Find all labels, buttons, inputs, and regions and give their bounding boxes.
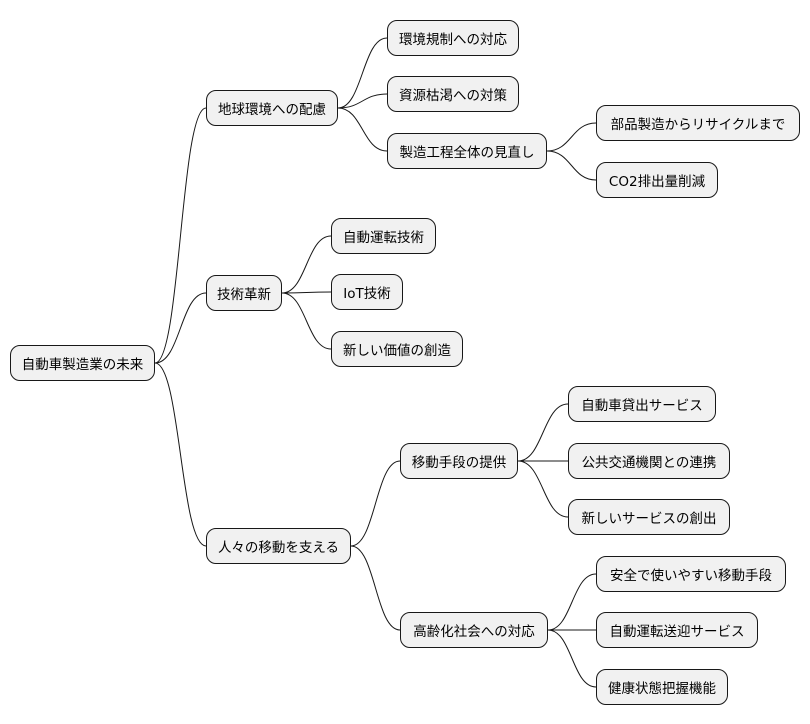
node-autonomous-pickup-service: 自動運転送迎サービス [596, 612, 758, 648]
connector-mob-to-mob-aging [350, 545, 401, 631]
node-technical-innovation: 技術革新 [206, 275, 282, 311]
node-new-value-creation: 新しい価値の創造 [331, 331, 463, 367]
connector-tech-to-tech-value [281, 292, 332, 350]
connector-mob-aging-to-mob-safe [547, 573, 597, 631]
node-resource-depletion: 資源枯渇への対策 [387, 76, 519, 112]
connector-root-to-env [154, 107, 207, 364]
node-health-monitoring: 健康状態把握機能 [596, 669, 728, 705]
node-environmental-regulation: 環境規制への対応 [387, 20, 519, 56]
node-autonomous-driving-tech: 自動運転技術 [331, 218, 436, 254]
node-supporting-mobility: 人々の移動を支える [206, 528, 351, 564]
connector-env-proc-to-env-recycle [546, 122, 597, 152]
connector-tech-to-tech-auto [281, 235, 332, 294]
connector-root-to-tech [154, 292, 207, 364]
node-process-review: 製造工程全体の見直し [387, 133, 547, 169]
connector-root-to-mob [154, 362, 207, 547]
connector-env-to-env-proc [337, 107, 388, 152]
connector-env-to-env-reg [337, 37, 388, 109]
connector-mob-provide-to-mob-newsvc [517, 460, 569, 518]
connector-mob-to-mob-provide [350, 460, 401, 547]
connector-mob-aging-to-mob-health [547, 629, 597, 688]
node-parts-to-recycling: 部品製造からリサイクルまで [596, 105, 800, 141]
node-iot-tech: IoT技術 [331, 274, 403, 310]
node-automotive-future: 自動車製造業の未来 [10, 345, 155, 381]
connector-mob-provide-to-mob-rental [517, 403, 569, 462]
connector-env-to-env-res [337, 93, 388, 109]
node-car-rental-service: 自動車貸出サービス [568, 386, 716, 422]
node-new-service-creation: 新しいサービスの創出 [568, 499, 730, 535]
node-public-transit-link: 公共交通機関との連携 [568, 443, 730, 479]
node-environmental-care: 地球環境への配慮 [206, 90, 338, 126]
node-co2-reduction: CO2排出量削減 [596, 162, 718, 198]
connector-env-proc-to-env-co2 [546, 150, 597, 181]
node-mobility-provision: 移動手段の提供 [400, 443, 518, 479]
node-aging-society: 高齢化社会への対応 [400, 612, 548, 648]
connector-tech-to-tech-iot [281, 291, 332, 294]
node-safe-easy-mobility: 安全で使いやすい移動手段 [596, 556, 786, 592]
